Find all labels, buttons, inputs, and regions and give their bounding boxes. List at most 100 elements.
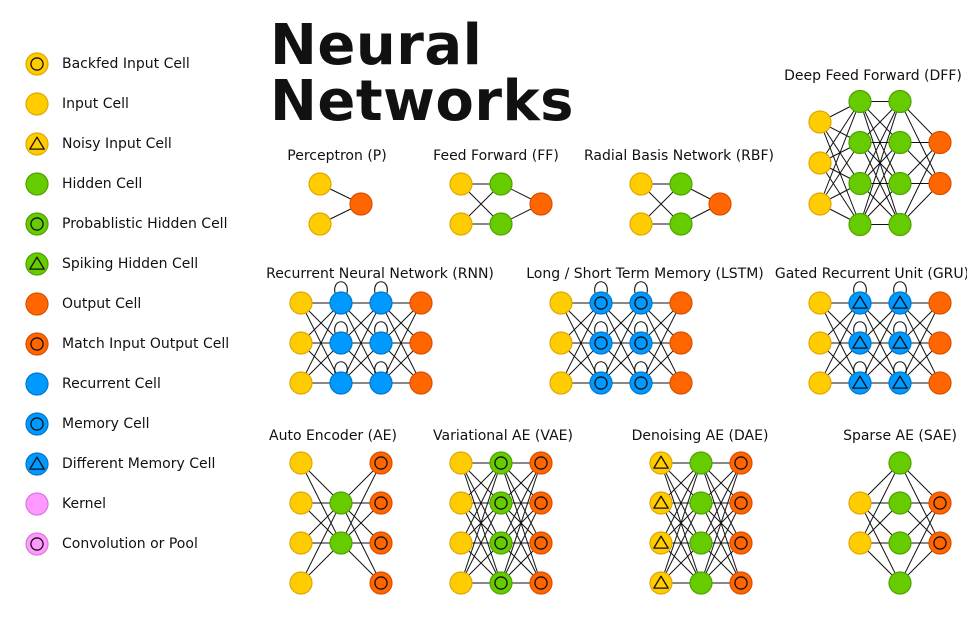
recurrent-cell (329, 371, 353, 395)
connections (819, 101, 941, 225)
recurrent-cell (329, 331, 353, 355)
legend-cell (25, 452, 49, 476)
network-gru: Gated Recurrent Unit (GRU) (775, 266, 967, 395)
output-cell (729, 451, 753, 475)
connection (819, 142, 861, 205)
recurrent-cell (629, 371, 653, 395)
output-cell (729, 491, 753, 515)
recurrent-loop (374, 361, 388, 374)
input-cell (549, 371, 573, 395)
network-p: Perceptron (P) (287, 148, 387, 236)
connection (460, 502, 502, 584)
legend-item: Backfed Input Cell (24, 51, 190, 77)
connections (859, 462, 941, 584)
network-title: Variational AE (VAE) (433, 428, 573, 444)
network-lstm: Long / Short Term Memory (LSTM) (526, 266, 764, 395)
recurrent-loop (634, 321, 648, 334)
legend-item: Hidden Cell (24, 171, 142, 197)
recurrent-cell (848, 291, 872, 315)
legend-cell (25, 332, 49, 356)
input-cell (848, 531, 872, 555)
hidden-cell (848, 89, 872, 114)
input-cell (808, 110, 832, 134)
input-cell (808, 371, 832, 395)
connection (899, 142, 941, 225)
page-title: Neural Networks (270, 13, 575, 134)
connections (660, 462, 742, 584)
input-cell (289, 371, 313, 395)
legend-cell (25, 412, 49, 436)
connections (460, 462, 542, 584)
connection (859, 462, 901, 544)
connections (300, 302, 422, 384)
connection (500, 502, 542, 584)
network-title: Sparse AE (SAE) (843, 428, 957, 444)
input-cell (449, 571, 473, 595)
recurrent-cell (848, 371, 872, 395)
connection (859, 101, 901, 225)
recurrent-cell (888, 371, 912, 395)
output-cell (409, 371, 433, 395)
input-cell (289, 571, 313, 595)
hidden-cell (489, 172, 513, 196)
legend-label: Output Cell (62, 296, 142, 312)
network-title: Denoising AE (DAE) (632, 428, 769, 444)
input-cell (449, 451, 473, 475)
network-title: Radial Basis Network (RBF) (584, 148, 774, 164)
legend-cell-icon (25, 372, 49, 396)
output-cell (669, 331, 693, 355)
connection (899, 502, 941, 584)
legend-cell-icon (25, 92, 49, 116)
hidden-cell (888, 571, 912, 595)
legend-cell-icon (25, 292, 49, 316)
recurrent-cell (369, 371, 393, 395)
network-title: Auto Encoder (AE) (269, 428, 397, 444)
legend-item: Recurrent Cell (24, 371, 161, 397)
recurrent-loop (594, 281, 608, 294)
legend-cell (25, 172, 49, 196)
legend-cell-icon (25, 492, 49, 516)
connection (460, 462, 502, 584)
hidden-cell (689, 451, 713, 475)
connection (700, 502, 742, 584)
legend-item: Output Cell (24, 291, 141, 317)
recurrent-cell (369, 291, 393, 315)
legend-label: Kernel (62, 496, 106, 512)
connection (340, 462, 382, 544)
legend-label: Noisy Input Cell (62, 136, 172, 152)
connection (859, 142, 901, 225)
legend-item: Different Memory Cell (24, 451, 215, 477)
legend-cell (25, 292, 49, 316)
legend-cell-icon (25, 172, 49, 196)
connections (819, 302, 941, 384)
hidden-cell (329, 531, 353, 555)
connection (560, 302, 602, 384)
hidden-cell (848, 130, 872, 155)
input-cell (449, 531, 473, 555)
output-cell (529, 531, 553, 555)
input-cell (289, 451, 313, 475)
network-title: Recurrent Neural Network (RNN) (266, 266, 494, 282)
input-cell (848, 491, 872, 515)
output-cell (529, 451, 553, 475)
legend-cell-icon (25, 252, 49, 276)
legend-cell-icon (25, 332, 49, 356)
legend-item: Noisy Input Cell (24, 131, 172, 157)
legend-item: Memory Cell (24, 411, 150, 437)
legend-label: Convolution or Pool (62, 536, 198, 552)
input-cell (308, 172, 332, 196)
legend-label: Memory Cell (62, 416, 150, 432)
output-cell (669, 291, 693, 315)
legend-item: Probablistic Hidden Cell (24, 211, 227, 237)
hidden-cell (888, 491, 912, 515)
hidden-cell (689, 531, 713, 555)
connection (819, 101, 861, 164)
hidden-cell (888, 130, 912, 155)
output-cell (529, 491, 553, 515)
input-cell (629, 172, 653, 196)
input-cell (649, 571, 673, 595)
output-cell (529, 192, 553, 216)
input-cell (289, 331, 313, 355)
